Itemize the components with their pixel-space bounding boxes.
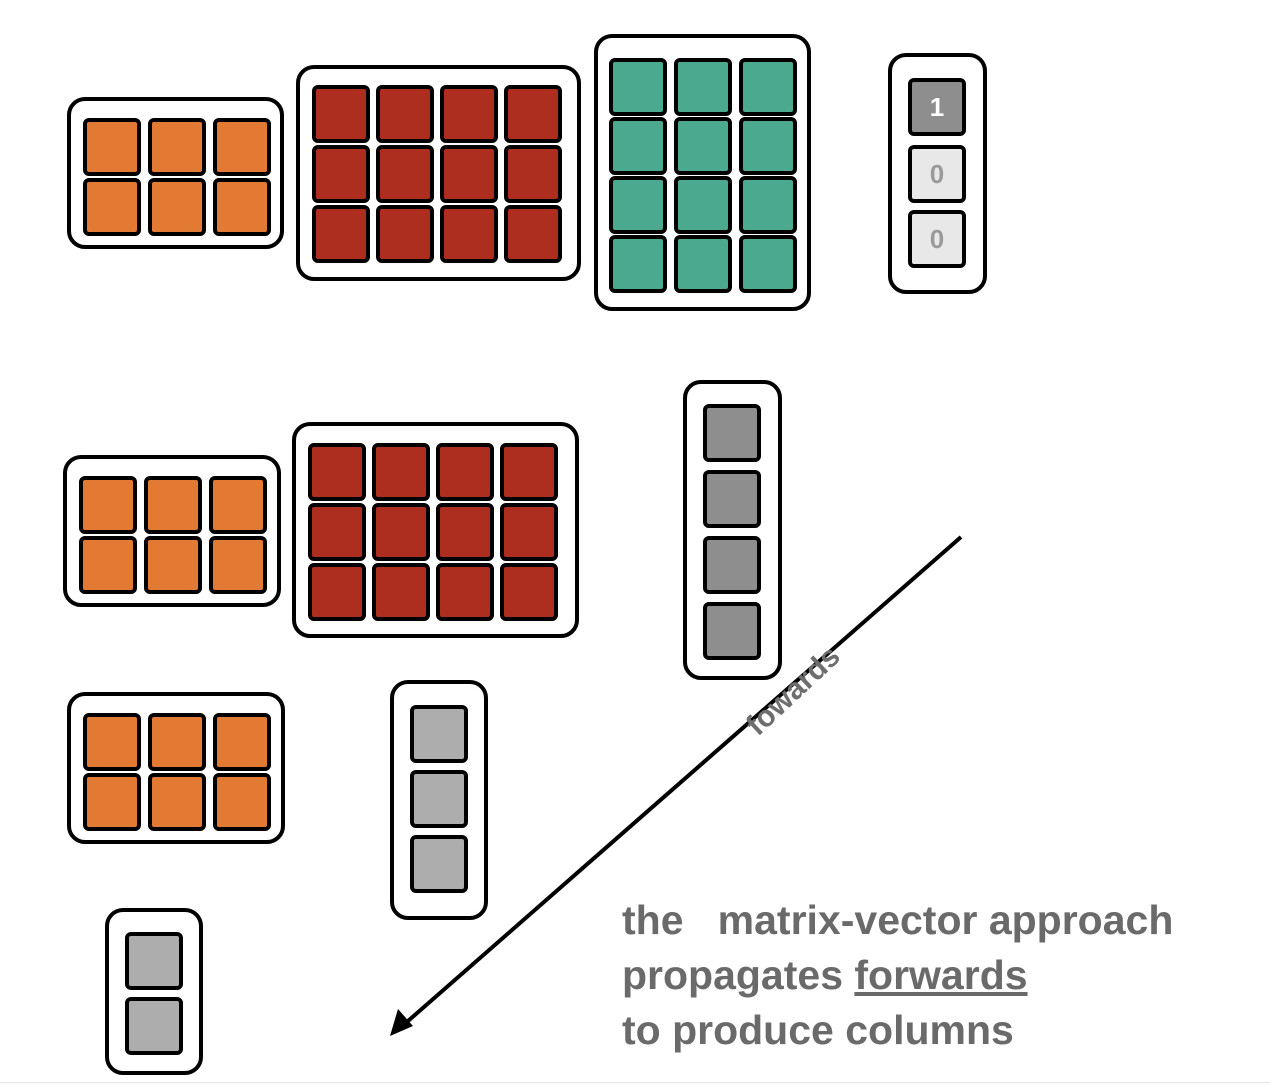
vector-cell <box>410 835 468 893</box>
onehot-vector: 1 0 0 <box>888 53 987 294</box>
matrix-cell <box>144 476 202 534</box>
matrix-cell <box>312 145 370 203</box>
vector-cell <box>703 470 761 528</box>
matrix-cell <box>372 503 430 561</box>
matrix-cell <box>312 85 370 143</box>
matrix-cell <box>440 205 498 263</box>
onehot-cell-2: 0 <box>908 210 966 268</box>
matrix-cell <box>83 118 141 176</box>
matrix-cell <box>609 58 667 116</box>
matrix-cell <box>308 443 366 501</box>
vector-cell <box>125 932 183 990</box>
matrix-orange-row3 <box>67 692 285 844</box>
matrix-cell <box>609 235 667 293</box>
matrix-orange-row1 <box>67 97 284 249</box>
matrix-cell <box>674 117 732 175</box>
matrix-cell <box>308 503 366 561</box>
caption-line2-emphasis: forwards <box>854 952 1028 998</box>
matrix-cell <box>440 145 498 203</box>
matrix-cell <box>504 205 562 263</box>
matrix-cell <box>209 536 267 594</box>
matrix-cell <box>372 563 430 621</box>
arrow-head <box>390 1009 413 1036</box>
matrix-cell <box>436 503 494 561</box>
matrix-cell <box>674 58 732 116</box>
matrix-cell <box>312 205 370 263</box>
matrix-cell <box>148 178 206 236</box>
vector-cell <box>703 536 761 594</box>
matrix-cell <box>500 443 558 501</box>
matrix-cell <box>213 178 271 236</box>
matrix-cell <box>609 176 667 234</box>
matrix-cell <box>372 443 430 501</box>
caption-line2-prefix: propagates <box>622 952 855 998</box>
matrix-cell <box>213 773 271 831</box>
matrix-cell <box>148 773 206 831</box>
vector-gray-2 <box>105 908 203 1075</box>
matrix-cell <box>739 176 797 234</box>
vector-cell <box>703 602 761 660</box>
matrix-cell <box>213 713 271 771</box>
matrix-cell <box>308 563 366 621</box>
matrix-cell <box>739 117 797 175</box>
matrix-cell <box>436 443 494 501</box>
matrix-cell <box>674 235 732 293</box>
matrix-red-row1 <box>296 65 581 281</box>
matrix-cell <box>500 563 558 621</box>
matrix-cell <box>376 205 434 263</box>
matrix-cell <box>504 145 562 203</box>
matrix-cell <box>440 85 498 143</box>
onehot-cell-1: 0 <box>908 145 966 203</box>
matrix-cell <box>148 118 206 176</box>
matrix-cell <box>500 503 558 561</box>
matrix-teal-row1 <box>594 34 811 311</box>
vector-cell <box>410 705 468 763</box>
matrix-cell <box>83 773 141 831</box>
matrix-cell <box>209 476 267 534</box>
matrix-cell <box>83 713 141 771</box>
matrix-cell <box>376 145 434 203</box>
matrix-cell <box>674 176 732 234</box>
onehot-cell-0: 1 <box>908 78 966 136</box>
caption-line3: to produce columns <box>622 1007 1014 1053</box>
vector-gray-4 <box>683 380 782 680</box>
matrix-orange-row2 <box>63 455 281 607</box>
matrix-cell <box>739 58 797 116</box>
matrix-cell <box>609 117 667 175</box>
caption: the matrix-vector approach propagates fo… <box>622 893 1173 1058</box>
matrix-cell <box>148 713 206 771</box>
vector-cell <box>703 404 761 462</box>
vector-cell <box>410 770 468 828</box>
matrix-cell <box>213 118 271 176</box>
matrix-cell <box>436 563 494 621</box>
matrix-cell <box>144 536 202 594</box>
matrix-cell <box>376 85 434 143</box>
bottom-divider <box>0 1082 1270 1083</box>
matrix-cell <box>739 235 797 293</box>
matrix-cell <box>79 536 137 594</box>
matrix-red-row2 <box>292 422 579 638</box>
caption-line1: the matrix-vector approach <box>622 897 1174 943</box>
matrix-cell <box>83 178 141 236</box>
vector-cell <box>125 997 183 1055</box>
matrix-cell <box>504 85 562 143</box>
matrix-cell <box>79 476 137 534</box>
vector-gray-3 <box>390 680 488 920</box>
